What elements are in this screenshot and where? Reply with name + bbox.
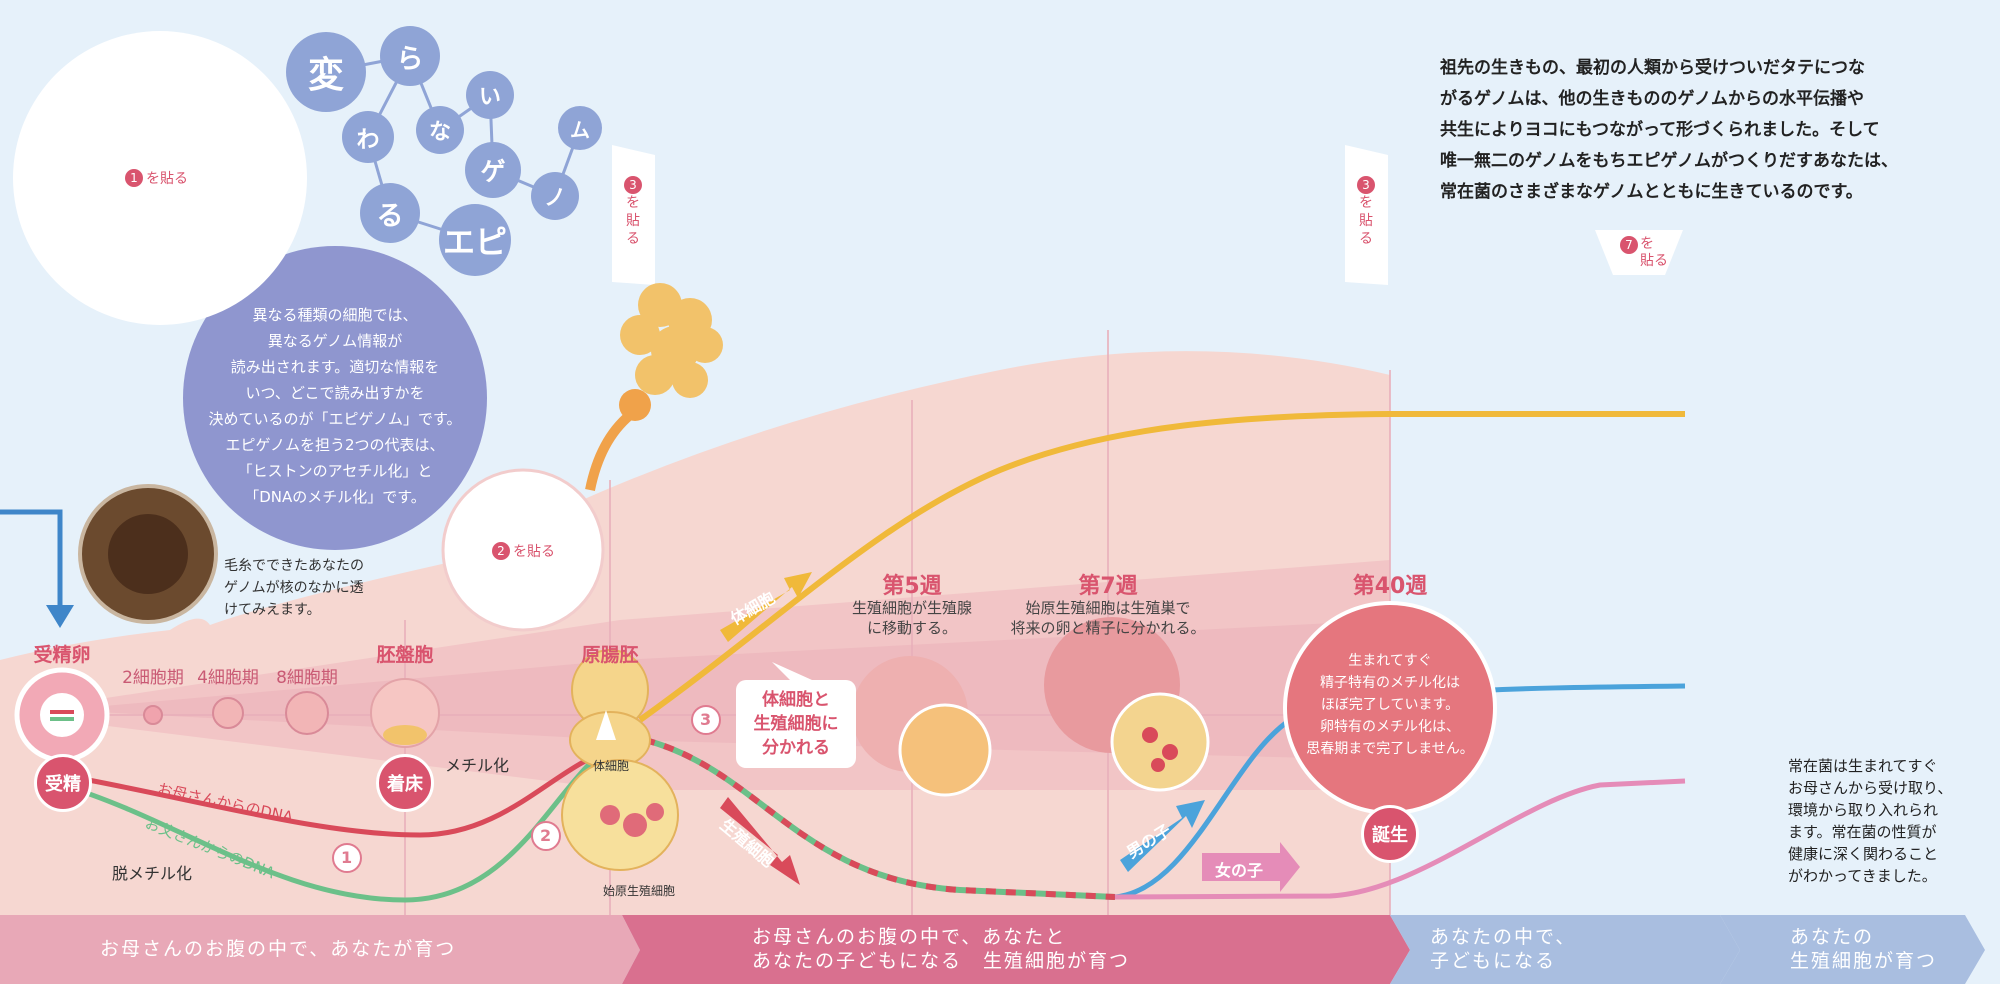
- cell-4: [212, 697, 244, 729]
- footer-segment-2: [622, 915, 1410, 984]
- footer-stage-3: あなたの中で、 子どもになる: [1430, 926, 1577, 972]
- label-demethylation: 脱メチル化: [112, 864, 193, 883]
- paste-area-2: [441, 468, 605, 632]
- incoming-arrow-head: [46, 605, 74, 628]
- title-char-node: ゲ: [465, 142, 521, 198]
- footer-stage-2: お母さんのお腹の中で、あなたと あなたの子どもになる 生殖細胞が育つ: [752, 926, 1131, 972]
- boy-arrow: [1120, 800, 1205, 872]
- label-primordial-small: 始原生殖細胞: [603, 884, 676, 898]
- title-char-node: ら: [380, 26, 440, 86]
- footer-segment-3: [1390, 915, 1740, 984]
- marker-2-text: 2: [540, 826, 552, 845]
- somatic-arrow: [720, 572, 812, 642]
- footer-segment-4: [1720, 915, 1985, 984]
- stage-2cell: 2細胞期: [122, 668, 184, 688]
- incoming-arrow: [0, 509, 63, 610]
- paste-number-3a: 3: [624, 176, 642, 194]
- week7-title: 第7週: [1078, 574, 1138, 599]
- split-bubble-bg: [736, 680, 856, 768]
- mother-dna-curve: [61, 747, 616, 838]
- paste-label-7: 7 を 貼る: [1620, 236, 1668, 270]
- paste-number-1: 1: [125, 169, 143, 187]
- paste-number-2: 2: [492, 542, 510, 560]
- week5-title: 第5週: [882, 574, 942, 599]
- paste-label-1: 1 を貼る: [125, 168, 188, 188]
- epigenome-circle: [183, 246, 487, 550]
- stage-gastrula: 原腸胚: [581, 644, 639, 666]
- girl-arrow: [1202, 842, 1300, 892]
- label-somatic-small: 体細胞: [593, 759, 630, 773]
- title-char-node: わ: [342, 111, 394, 163]
- intro-paragraph: 祖先の生きもの、最初の人類から受けついだタテにつな がるゲノムは、他の生きものの…: [1440, 58, 1898, 202]
- paste-label-3a: 3 を 貼 る: [624, 176, 642, 248]
- title-char-node: 変: [286, 32, 366, 112]
- paste-number-7: 7: [1620, 236, 1638, 254]
- father-dna-curve: [61, 742, 617, 903]
- week40-title: 第40週: [1352, 574, 1428, 599]
- badge-implantation: 着床: [376, 754, 434, 812]
- marker-1: [332, 843, 362, 873]
- paste-text-3b: を 貼 る: [1359, 195, 1373, 247]
- microbe-explanation: 常在菌は生まれてすぐ お母さんから受け取り、 環境から取り入れられ ます。常在菌…: [1788, 757, 1953, 885]
- stage-4cell: 4細胞期: [197, 668, 259, 688]
- footer-stage-4: あなたの 生殖細胞が育つ: [1790, 926, 1938, 972]
- stage-8cell: 8細胞期: [276, 668, 338, 688]
- girl-curve: [1114, 778, 1686, 900]
- paste-text-7: を 貼る: [1640, 236, 1668, 269]
- paste-tab-3a: [612, 145, 655, 285]
- week5-description: 生殖細胞が生殖腺 に移動する。: [851, 599, 972, 637]
- paste-text-3a: を 貼 る: [626, 195, 640, 247]
- paste-tab-3b: [1345, 145, 1388, 285]
- badge-fertilization: 受精: [34, 754, 92, 812]
- week5-zoom: [898, 703, 992, 797]
- stage-fertilized-egg: 受精卵: [33, 644, 91, 666]
- title-char-node: い: [466, 71, 514, 119]
- epigenome-explanation: 異なる種類の細胞では、 異なるゲノム情報が 読み出されます。適切な情報を いつ、…: [208, 306, 462, 506]
- title-char-node: な: [416, 106, 464, 154]
- germ-arrow: [720, 797, 800, 885]
- marker-3-text: 3: [700, 710, 712, 729]
- paste-text-2: を貼る: [513, 544, 555, 560]
- cell-cluster-illustration: [585, 283, 723, 492]
- title-char-node: ノ: [531, 172, 579, 220]
- paste-label-2: 2 を貼る: [492, 541, 555, 561]
- paste-number-3b: 3: [1357, 176, 1375, 194]
- birth-explanation: 生まれてすぐ 精子特有のメチル化は ほぼ完了しています。 卵特有のメチル化は、 …: [1306, 653, 1474, 757]
- title-char-node: る: [360, 183, 420, 243]
- paste-tab-7: [1595, 230, 1683, 275]
- marker-3: [691, 705, 721, 735]
- label-methylation: メチル化: [445, 756, 510, 775]
- week7-zoom: [1110, 692, 1210, 792]
- fertilized-egg-nucleus: [40, 693, 84, 737]
- down-wedge: [596, 710, 616, 740]
- footer-stage-1: お母さんのお腹の中で、あなたが育つ: [100, 938, 457, 960]
- marker-1-text: 1: [341, 848, 353, 867]
- title-char-node: エピ: [439, 204, 511, 276]
- cell-2: [143, 705, 163, 725]
- week7-description: 始原生殖細胞は生殖巣で 将来の卵と精子に分かれる。: [1010, 599, 1206, 637]
- paste-area-1: [13, 31, 307, 325]
- paste-text-1: を貼る: [146, 171, 188, 187]
- paste-label-3b: 3 を 貼 る: [1357, 176, 1375, 248]
- yarn-caption: 毛糸でできたあなたの ゲノムが核のなかに透 けてみえます。: [224, 558, 364, 618]
- somatic-curve: [638, 411, 1685, 723]
- title-char-node: ム: [558, 106, 602, 150]
- arrow-label-girl: 女の子: [1215, 861, 1264, 880]
- stage-blastocyst: 胚盤胞: [376, 644, 434, 666]
- badge-birth: 誕生: [1361, 805, 1419, 863]
- germ-curve-red: [644, 737, 1116, 900]
- cell-8: [285, 691, 329, 735]
- footer-segment-1: [0, 915, 640, 984]
- split-bubble-text: 体細胞と 生殖細胞に 分かれる: [753, 690, 839, 758]
- marker-2: [531, 821, 561, 851]
